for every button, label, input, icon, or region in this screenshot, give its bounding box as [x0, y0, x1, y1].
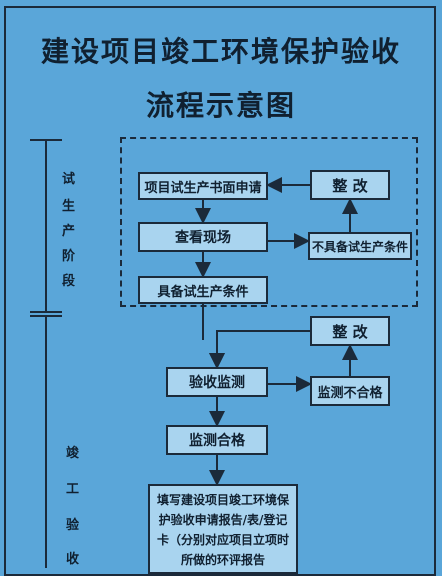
- diagram-title-line-2: 流程示意图: [145, 89, 296, 122]
- box-acceptance-report: 填写建设项目竣工环境保护验收申请报告/表/登记卡（分别对应项目立项时所做的环评报…: [148, 484, 298, 574]
- box-monitoring-failed: 监测不合格: [310, 376, 390, 406]
- box-acceptance-monitoring: 验收监测: [166, 367, 268, 397]
- trial-stage-region: [120, 137, 418, 307]
- box-not-meet-conditions: 不具备试生产条件: [308, 232, 412, 260]
- box-monitoring-passed: 监测合格: [166, 425, 268, 455]
- stage-acceptance-char-4: 收: [66, 552, 80, 567]
- stage-trial-char-2: 生: [62, 199, 76, 214]
- stage-trial-char-5: 段: [62, 274, 76, 289]
- diagram-title-line-1: 建设项目竣工环境保护验收: [40, 35, 401, 68]
- stage-trial-char-4: 阶: [62, 249, 76, 264]
- stage-acceptance-char-1: 竣: [66, 446, 80, 461]
- box-meet-conditions: 具备试生产条件: [138, 276, 268, 304]
- stage-trial-char-1: 试: [62, 172, 76, 187]
- stage-acceptance-char-3: 验: [66, 518, 80, 533]
- stage-acceptance-char-2: 工: [66, 482, 80, 497]
- stage-trial-char-3: 产: [62, 224, 76, 239]
- box-trial-application: 项目试生产书面申请: [138, 172, 268, 200]
